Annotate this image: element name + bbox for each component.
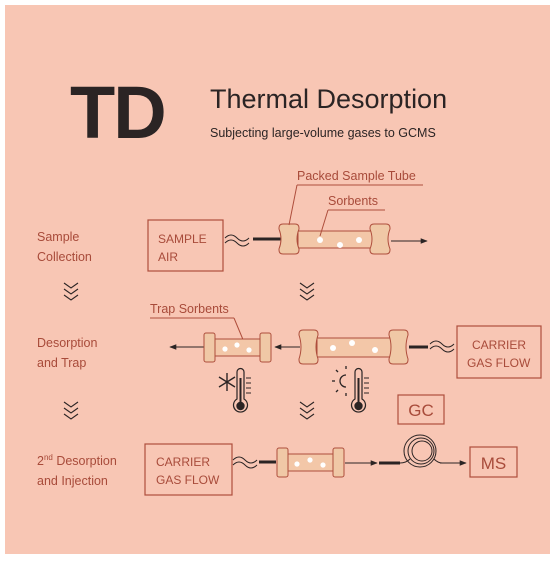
svg-text:GAS FLOW: GAS FLOW	[156, 473, 220, 487]
svg-text:MS: MS	[481, 454, 507, 473]
svg-text:and Trap: and Trap	[37, 356, 86, 370]
gas-flow-wave	[224, 234, 250, 247]
sun-thermometer-icon	[332, 366, 369, 413]
label-packed-tube: Packed Sample Tube	[297, 169, 416, 183]
svg-text:AIR: AIR	[158, 250, 178, 264]
step-label-collection: Sample Collection	[37, 230, 92, 264]
gc-box: GC	[397, 394, 445, 425]
chevron-down-icon	[63, 401, 79, 420]
gas-flow-wave	[429, 340, 455, 353]
svg-text:Desorption: Desorption	[37, 336, 97, 350]
snowflake-thermometer-icon	[218, 367, 251, 413]
ms-box: MS	[469, 446, 518, 478]
leader-line	[319, 209, 385, 237]
svg-text:and Injection: and Injection	[37, 474, 108, 488]
gas-flow-wave	[232, 456, 258, 469]
svg-text:CARRIER: CARRIER	[472, 338, 526, 352]
chevron-down-icon	[299, 282, 315, 301]
trap-tube-injection	[276, 447, 345, 478]
packed-sample-tube-desorb	[298, 329, 409, 365]
svg-text:GC: GC	[408, 401, 434, 420]
svg-text:2nd Desorption: 2nd Desorption	[37, 453, 117, 468]
svg-text:GAS FLOW: GAS FLOW	[467, 356, 531, 370]
packed-sample-tube	[278, 223, 391, 255]
carrier-gas-box-right: CARRIER GAS FLOW	[456, 325, 542, 379]
chevron-down-icon	[63, 282, 79, 301]
page-title: Thermal Desorption	[210, 84, 447, 114]
leader-line	[150, 317, 245, 343]
leader-line	[288, 184, 423, 226]
label-sorbents: Sorbents	[328, 194, 378, 208]
page-subtitle: Subjecting large-volume gases to GCMS	[210, 126, 436, 140]
svg-text:Collection: Collection	[37, 250, 92, 264]
logo-text: TD	[70, 71, 165, 154]
svg-text:Sample: Sample	[37, 230, 79, 244]
coil-column-icon	[399, 434, 443, 468]
carrier-gas-box-left: CARRIER GAS FLOW	[144, 443, 233, 496]
step-label-desorption: Desorption and Trap	[37, 336, 97, 370]
step-label-second-desorption: 2nd Desorption and Injection	[37, 453, 117, 488]
svg-text:SAMPLE: SAMPLE	[158, 232, 207, 246]
sample-air-box: SAMPLE AIR	[147, 219, 224, 272]
chevron-down-icon	[299, 401, 315, 420]
svg-text:CARRIER: CARRIER	[156, 455, 210, 469]
trap-tube	[203, 332, 272, 363]
label-trap-sorbents: Trap Sorbents	[150, 302, 229, 316]
